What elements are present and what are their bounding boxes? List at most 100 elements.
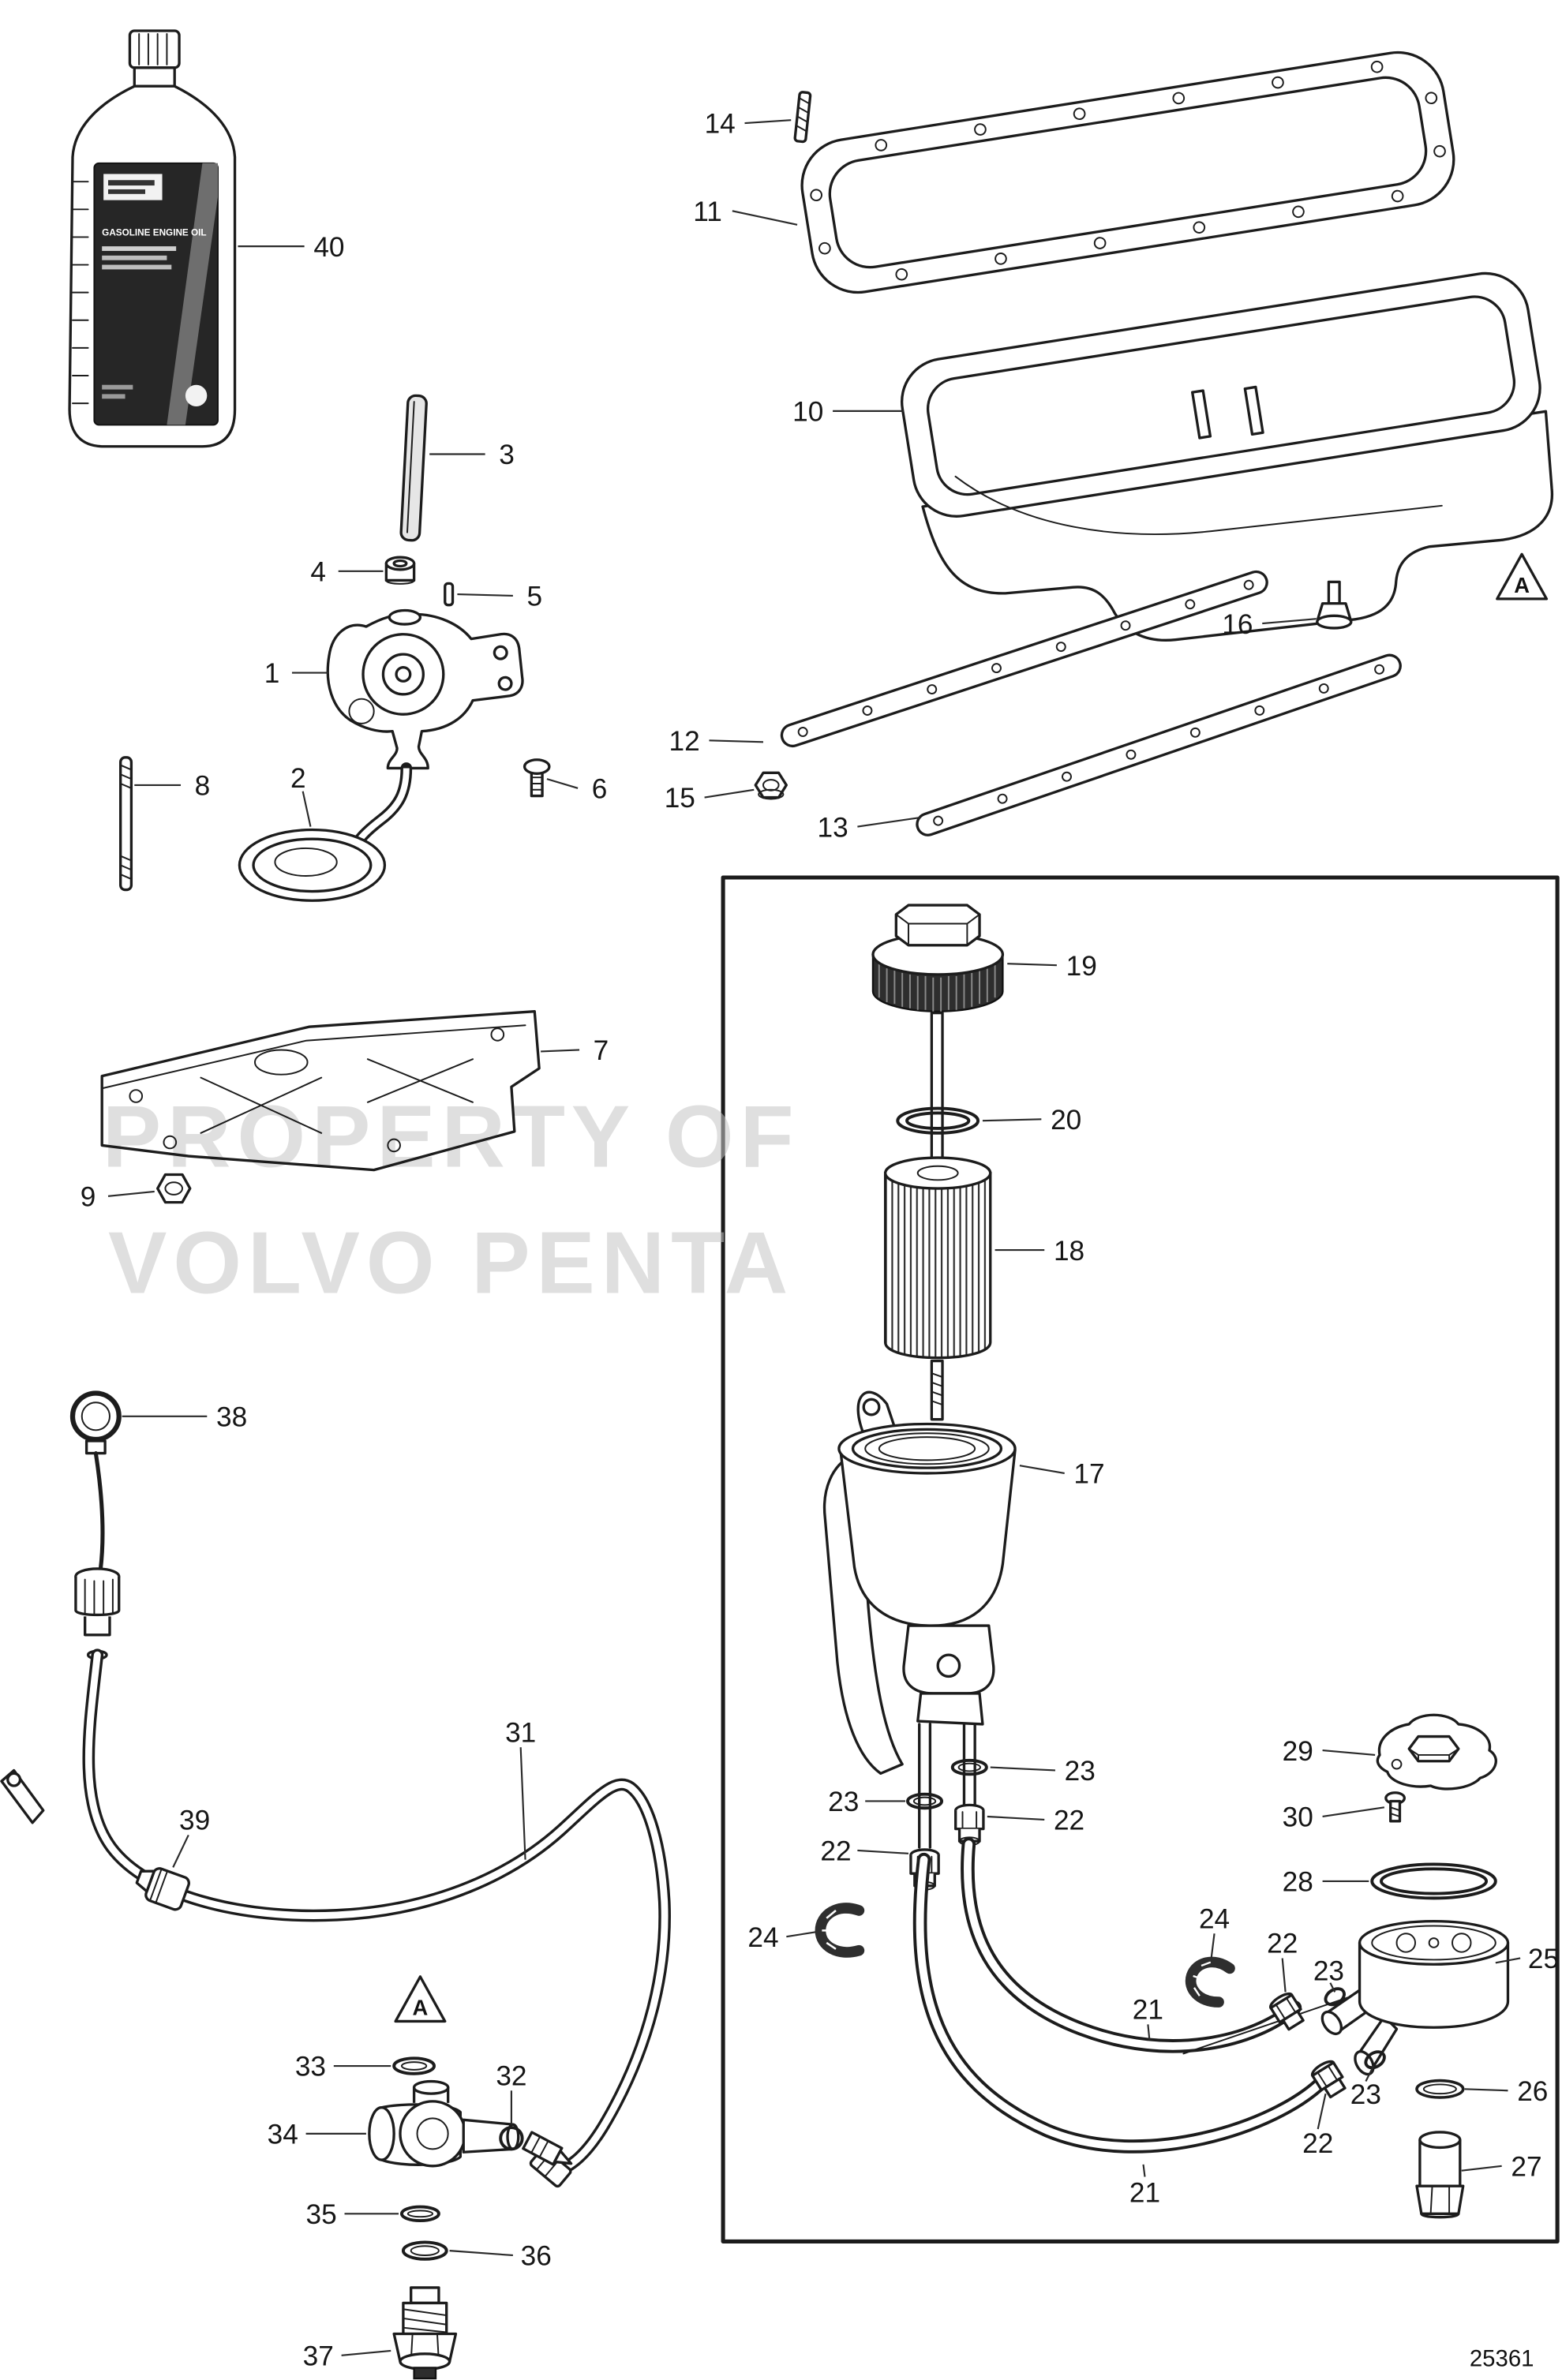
drawing-number: 25361 — [1470, 2345, 1534, 2371]
callout-label: 24 — [1199, 1903, 1230, 1934]
drain-fitting — [392, 2286, 458, 2380]
callout-leader-line — [1019, 1465, 1065, 1475]
reference-triangle-1-label: A — [1514, 573, 1530, 597]
bottle-label-title: GASOLINE ENGINE OIL — [102, 227, 206, 238]
oil-hoses — [912, 1837, 1330, 2154]
adapter-oring — [1370, 1862, 1497, 1900]
callout-label: 21 — [1129, 2178, 1160, 2209]
oil-pan — [900, 271, 1554, 642]
callout-label: 20 — [1051, 1105, 1081, 1136]
callout-leader-line — [1142, 2164, 1146, 2177]
watermark: PROPERTY OF VOLVO PENTA — [103, 1087, 800, 1312]
side-gasket-front — [780, 570, 1268, 748]
filter-cap-oring — [896, 1106, 980, 1135]
callout-leader-line — [982, 1118, 1042, 1122]
callout-label: 13 — [817, 812, 848, 843]
drain-oring-lower — [401, 2240, 448, 2261]
side-gasket-rear — [916, 653, 1402, 836]
callout-label: 40 — [313, 232, 344, 263]
oil-pan-gasket — [800, 51, 1455, 294]
callout-leader-line — [1262, 618, 1317, 625]
callout-leader-line — [1007, 963, 1057, 967]
callout-label: 23 — [1313, 1956, 1344, 1987]
reference-triangle-2-label: A — [413, 1996, 429, 2020]
hose-clip-2 — [1185, 1956, 1235, 2008]
callout-leader-line — [302, 791, 312, 827]
callout-leader-line — [1281, 1958, 1287, 1993]
oil-filter-element — [883, 1011, 992, 1421]
callout-leader-line — [519, 1747, 526, 1860]
callout-label: 19 — [1066, 951, 1097, 982]
callout-leader-line — [546, 778, 579, 789]
callout-label: 6 — [592, 774, 608, 805]
callout-label: 33 — [295, 2052, 326, 2082]
bottle-logo-box — [103, 174, 163, 200]
callout-label: 21 — [1133, 1995, 1163, 2026]
callout-leader-line — [1495, 1957, 1521, 1964]
detail-box — [721, 875, 1560, 2243]
callout-leader-line — [709, 739, 764, 743]
callout-label: 2 — [290, 763, 306, 794]
callout-leader-line — [744, 119, 792, 125]
pipe-oring-right — [950, 1758, 988, 1776]
gasket-nut — [754, 771, 788, 800]
hose-clip — [815, 1903, 865, 1958]
callout-label: 23 — [1065, 1756, 1096, 1787]
pipe-fitting-right — [954, 1803, 985, 1847]
oil-filter-cap — [871, 904, 1005, 1012]
callout-label: 9 — [81, 1182, 96, 1213]
callout-label: 26 — [1517, 2076, 1548, 2107]
plug — [1415, 2131, 1465, 2219]
callout-label: 7 — [594, 1035, 609, 1066]
pan-stud — [793, 91, 812, 144]
oil-filter-housing — [822, 1390, 1017, 1776]
callout-label: 27 — [1511, 2152, 1541, 2183]
callout-leader-line — [1322, 1749, 1376, 1757]
callout-leader-line — [341, 2349, 391, 2356]
callout-leader-line — [732, 210, 798, 226]
callout-label: 12 — [669, 726, 700, 757]
callout-label: 36 — [521, 2241, 552, 2272]
connector-oring-upper — [392, 2056, 436, 2075]
pump-screw — [523, 758, 551, 798]
callout-label: 35 — [306, 2199, 337, 2230]
watermark-line-1: PROPERTY OF — [103, 1087, 800, 1186]
baffle-plate — [100, 1010, 541, 1172]
callout-leader-line — [1329, 1982, 1336, 1993]
callout-label: 32 — [496, 2060, 526, 2091]
callout-leader-line — [1461, 2165, 1502, 2172]
callout-leader-line — [990, 1766, 1056, 1772]
callout-label: 16 — [1222, 609, 1253, 640]
callout-label: 3 — [499, 440, 515, 470]
callout-leader-line — [857, 816, 921, 828]
callout-label: 39 — [179, 1806, 210, 1836]
callout-label: 22 — [1267, 1929, 1298, 1959]
thermostat-cap — [1376, 1713, 1497, 1791]
callout-label: 18 — [1054, 1236, 1084, 1267]
dipstick-tube — [0, 1648, 671, 2188]
callout-label: 23 — [1350, 2079, 1381, 2110]
reference-triangle-1: A — [1496, 552, 1549, 601]
callout-label: 22 — [1302, 2128, 1333, 2159]
plug-oring — [1415, 2079, 1465, 2099]
connector-oring-side — [499, 2126, 524, 2151]
dipstick — [69, 1390, 122, 1637]
oil-strainer — [238, 762, 413, 902]
callout-label: 10 — [792, 397, 823, 428]
pipe-oring-left — [906, 1792, 944, 1810]
suction-tube — [399, 394, 428, 542]
pin — [444, 582, 455, 607]
cap-screw — [1384, 1791, 1407, 1823]
reference-triangle-2: A — [394, 1975, 447, 2023]
callout-label: 38 — [216, 1402, 247, 1433]
callout-label: 22 — [820, 1836, 851, 1867]
tube-clamp — [135, 1867, 190, 1911]
callout-leader-line — [1322, 1806, 1385, 1818]
callout-leader-line — [1317, 2093, 1327, 2130]
callout-leader-line — [786, 1931, 816, 1938]
callout-label: 8 — [195, 771, 211, 802]
callout-leader-line — [987, 1815, 1045, 1821]
callout-label: 14 — [705, 109, 736, 140]
